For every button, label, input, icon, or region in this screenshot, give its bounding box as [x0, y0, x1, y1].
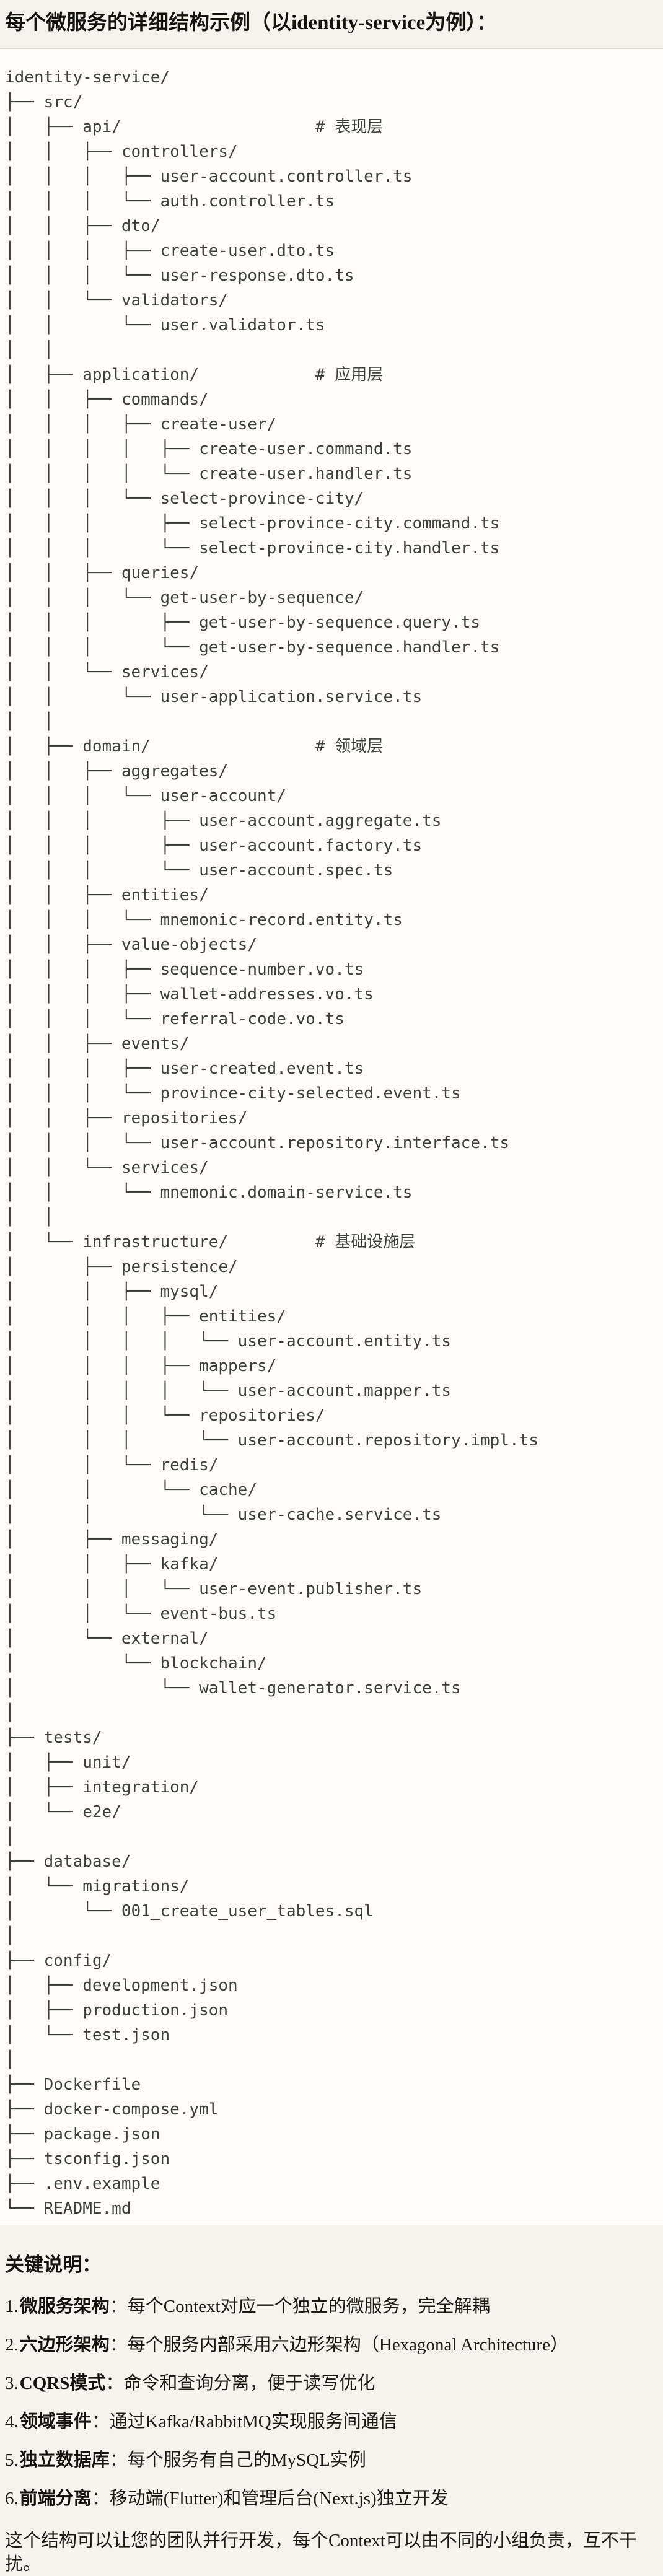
- note-text: ：移动端(Flutter)和管理后台(Next.js)独立开发: [91, 2489, 449, 2508]
- note-text: ：每个服务内部采用六边形架构（Hexagonal Architecture）: [109, 2335, 568, 2355]
- note-label: CQRS模式: [19, 2373, 106, 2393]
- note-number: 3.: [5, 2373, 19, 2393]
- note-number: 6.: [5, 2489, 19, 2508]
- note-label: 六边形架构: [19, 2335, 110, 2355]
- page-title: 每个微服务的详细结构示例（以identity-service为例）：: [5, 12, 497, 34]
- note-number: 2.: [5, 2335, 19, 2355]
- note-text: ：每个Context对应一个独立的微服务，完全解耦: [109, 2297, 490, 2316]
- note-label: 领域事件: [19, 2412, 92, 2432]
- note-text: ：命令和查询分离，便于读写优化: [105, 2373, 375, 2393]
- note-item: 1.微服务架构：每个Context对应一个独立的微服务，完全解耦: [5, 2295, 658, 2318]
- note-item: 3.CQRS模式：命令和查询分离，便于读写优化: [5, 2372, 658, 2395]
- note-item: 2.六边形架构：每个服务内部采用六边形架构（Hexagonal Architec…: [5, 2333, 658, 2357]
- closing-paragraph: 这个结构可以让您的团队并行开发，每个Context可以由不同的小组负责，互不干扰…: [5, 2531, 637, 2574]
- note-item: 6.前端分离：移动端(Flutter)和管理后台(Next.js)独立开发: [5, 2487, 658, 2510]
- note-label: 前端分离: [19, 2489, 92, 2508]
- file-tree: identity-service/ ├── src/ │ ├── api/ # …: [5, 68, 538, 2218]
- note-number: 1.: [5, 2297, 19, 2316]
- notes-list: 1.微服务架构：每个Context对应一个独立的微服务，完全解耦 2.六边形架构…: [5, 2295, 658, 2510]
- note-label: 独立数据库: [19, 2450, 110, 2470]
- note-number: 5.: [5, 2450, 19, 2470]
- note-item: 4.领域事件：通过Kafka/RabbitMQ实现服务间通信: [5, 2410, 658, 2434]
- code-block: identity-service/ ├── src/ │ ├── api/ # …: [0, 48, 663, 2225]
- notes-heading: 关键说明：: [5, 2254, 101, 2276]
- note-item: 5.独立数据库：每个服务有自己的MySQL实例: [5, 2448, 658, 2472]
- note-text: ：每个服务有自己的MySQL实例: [109, 2450, 366, 2470]
- note-text: ：通过Kafka/RabbitMQ实现服务间通信: [91, 2412, 397, 2432]
- note-label: 微服务架构: [19, 2297, 110, 2316]
- note-number: 4.: [5, 2412, 19, 2432]
